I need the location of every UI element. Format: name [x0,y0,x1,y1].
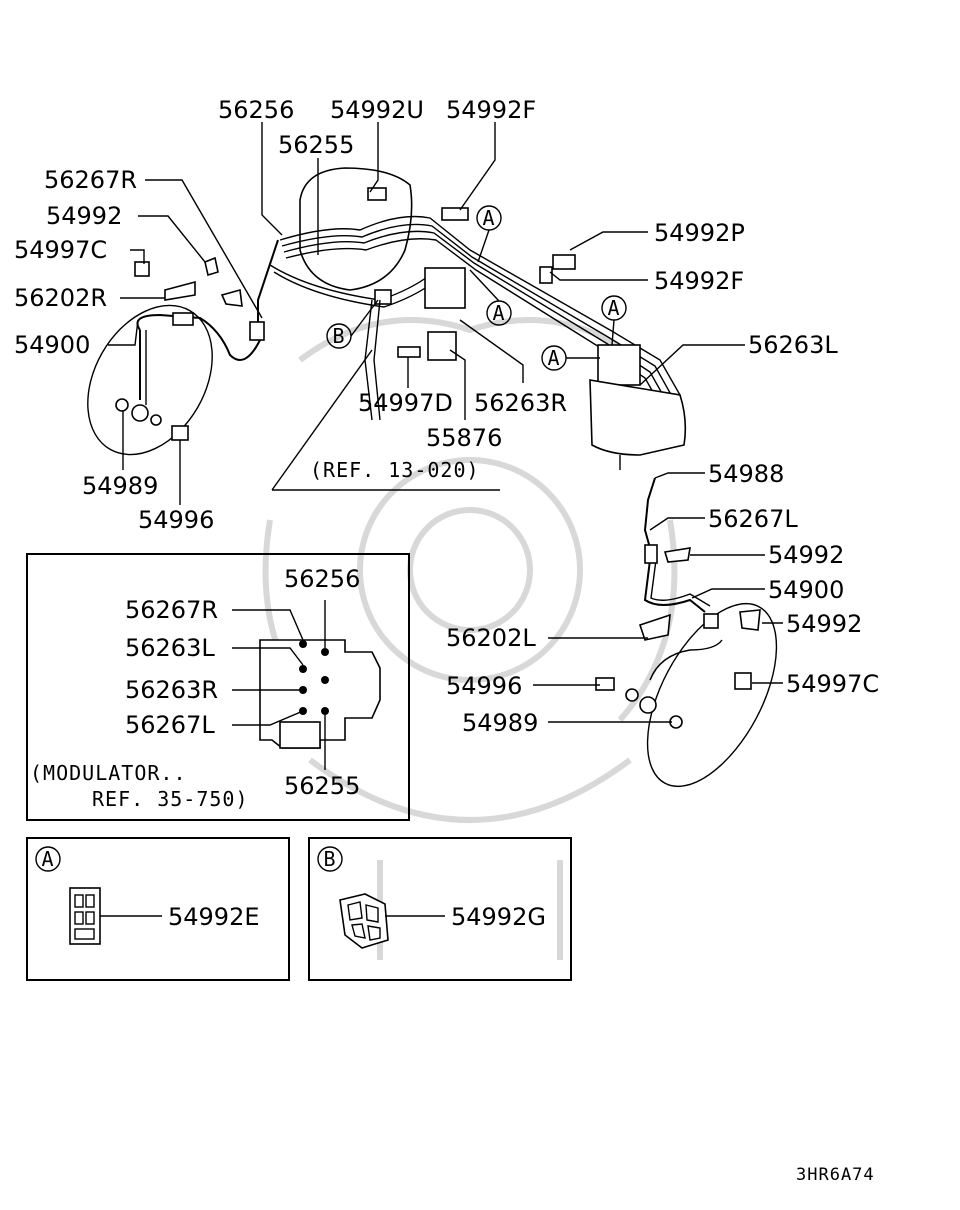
label-56202R: 56202R [14,284,107,312]
left-hose-assembly [87,239,279,456]
mod-label-56267L: 56267L [125,711,215,739]
label-54992P: 54992P [654,219,745,247]
callout-a-3: A [607,296,620,320]
label-56256: 56256 [218,96,294,124]
label-54992F-top: 54992F [446,96,536,124]
callout-a-2: A [492,301,505,325]
detail-b-inset [308,837,572,981]
label-56263L: 56263L [748,331,838,359]
label-54996-right: 54996 [446,672,522,700]
callout-markers [326,205,627,371]
label-54900-left: 54900 [14,331,90,359]
label-56267L: 56267L [708,505,798,533]
label-56202L: 56202L [446,624,536,652]
main-assembly [269,167,687,470]
label-56263R: 56263R [474,389,567,417]
label-54992F-right: 54992F [654,267,744,295]
label-54992-r2: 54992 [786,610,862,638]
label-55876: 55876 [426,424,502,452]
label-54992U: 54992U [330,96,424,124]
callout-a-1: A [482,206,495,230]
label-54997C-left: 54997C [14,236,107,264]
label-54992-left: 54992 [46,202,122,230]
detail-a-inset [26,837,290,981]
detail-a-part: 54992E [168,903,260,931]
label-56255: 56255 [278,131,354,159]
detail-b-part: 54992G [451,903,546,931]
label-54988: 54988 [708,460,784,488]
label-54997C-right: 54997C [786,670,879,698]
label-56267R: 56267R [44,166,137,194]
label-54992-r1: 54992 [768,541,844,569]
mod-label-56267R: 56267R [125,596,218,624]
callout-b: B [332,324,345,348]
mod-label-56256: 56256 [284,565,360,593]
leader-lines [108,122,783,723]
diagram-code: 3HR6A74 [796,1165,875,1185]
label-54989-right: 54989 [462,709,538,737]
detail-a-marker: A [41,847,54,871]
mod-label-56263L: 56263L [125,634,215,662]
callout-a-4: A [547,346,560,370]
right-hose-assembly [595,477,778,788]
label-ref-13-020: (REF. 13-020) [310,458,480,482]
label-54996-left: 54996 [138,506,214,534]
mod-label-56263R: 56263R [125,676,218,704]
label-54989-left: 54989 [82,472,158,500]
mod-note-line2: REF. 35-750) [92,787,249,811]
detail-b-marker: B [323,847,336,871]
mod-note-line1: (MODULATOR.. [30,761,187,785]
mod-label-56255: 56255 [284,772,360,800]
label-54900-right: 54900 [768,576,844,604]
modulator-inset [26,553,410,821]
label-54997D: 54997D [358,389,453,417]
